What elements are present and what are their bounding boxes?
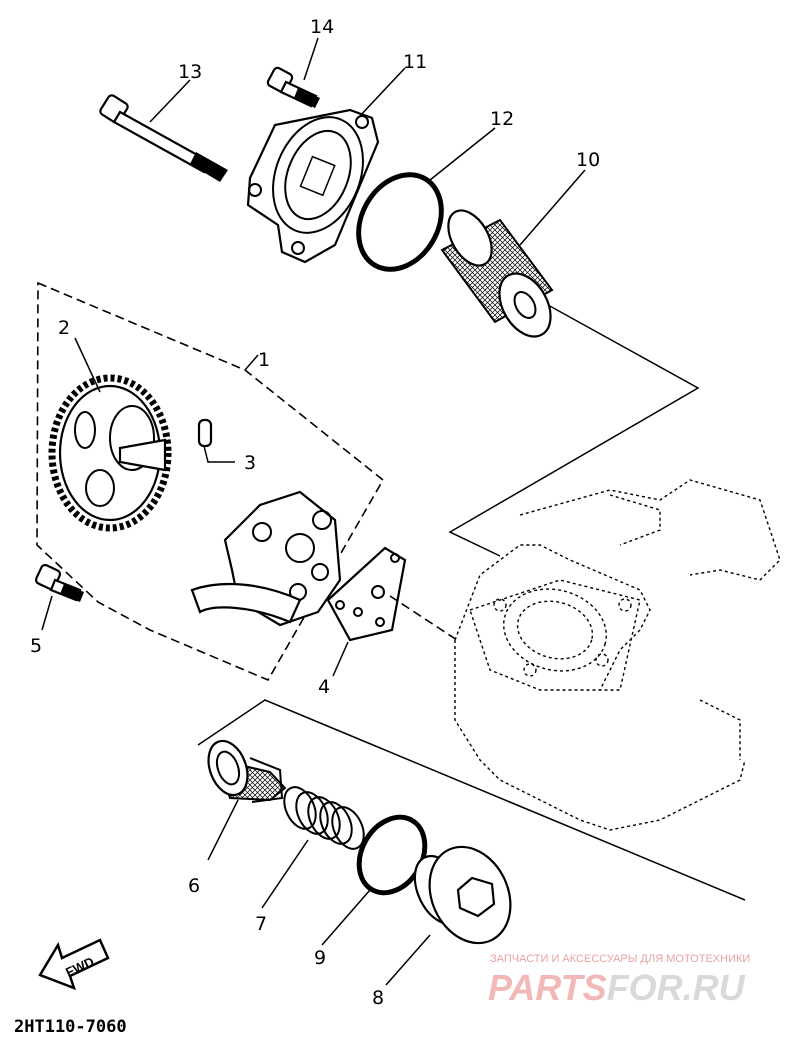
pump-assembly-group-outline bbox=[36, 281, 385, 682]
callout-13: 13 bbox=[178, 61, 202, 83]
o-ring-part-12 bbox=[356, 172, 444, 272]
pump-gasket-part-4 bbox=[326, 546, 407, 642]
filter-cover-part-11 bbox=[246, 108, 380, 264]
watermark-logo: PARTSFOR.RU bbox=[488, 967, 746, 1008]
leader-7 bbox=[261, 839, 309, 909]
callout-3: 3 bbox=[244, 452, 256, 474]
long-bolt-part-13 bbox=[99, 94, 228, 182]
gasket-to-crankcase-dash bbox=[389, 595, 461, 643]
callout-10: 10 bbox=[576, 149, 600, 171]
callout-4: 4 bbox=[318, 676, 330, 698]
leader-14 bbox=[303, 37, 319, 81]
callout-2: 2 bbox=[58, 317, 70, 339]
leader-10 bbox=[519, 169, 586, 246]
watermark-logo-part2: FOR.RU bbox=[607, 967, 746, 1008]
callout-1: 1 bbox=[258, 349, 270, 371]
spring-part-7 bbox=[283, 786, 365, 850]
watermark-tagline: ЗАПЧАСТИ И АКСЕССУАРЫ ДЛЯ МОТОТЕХНИКИ bbox=[490, 953, 750, 965]
filter-leader-line bbox=[448, 304, 700, 557]
watermark-logo-part1: PARTS bbox=[488, 967, 607, 1008]
callout-7: 7 bbox=[255, 913, 267, 935]
leader-6 bbox=[207, 799, 239, 861]
oil-strainer-part-6 bbox=[207, 739, 287, 803]
callout-14: 14 bbox=[310, 16, 334, 38]
short-bolt-part-14 bbox=[266, 66, 320, 108]
oil-filter-part-10 bbox=[440, 209, 554, 338]
forward-direction-arrow: FWD bbox=[38, 938, 110, 991]
callout-5: 5 bbox=[30, 635, 42, 657]
leader-4 bbox=[332, 641, 349, 677]
callout-9: 9 bbox=[314, 947, 326, 969]
callout-12: 12 bbox=[490, 108, 514, 130]
drain-plug-part-8 bbox=[413, 845, 512, 945]
leader-2 bbox=[74, 337, 101, 393]
diagram-code: 2HT110-7060 bbox=[14, 1017, 127, 1037]
leader-9 bbox=[321, 889, 371, 946]
pump-screw-part-5 bbox=[34, 563, 84, 602]
leader-8 bbox=[385, 934, 431, 986]
leader-11 bbox=[357, 67, 406, 119]
leader-5 bbox=[41, 595, 53, 631]
drain-group-bracket bbox=[197, 699, 746, 901]
callout-8: 8 bbox=[372, 987, 384, 1009]
crankcase-reference-outline bbox=[454, 479, 781, 831]
oil-pump-body bbox=[190, 490, 342, 627]
leader-1 bbox=[244, 354, 259, 371]
callout-6: 6 bbox=[188, 875, 200, 897]
pump-drive-gear-part-2 bbox=[48, 374, 172, 532]
leader-12 bbox=[429, 127, 496, 181]
leader-13 bbox=[149, 79, 191, 123]
callout-11: 11 bbox=[403, 51, 427, 73]
dowel-pin-part-3 bbox=[197, 418, 235, 463]
